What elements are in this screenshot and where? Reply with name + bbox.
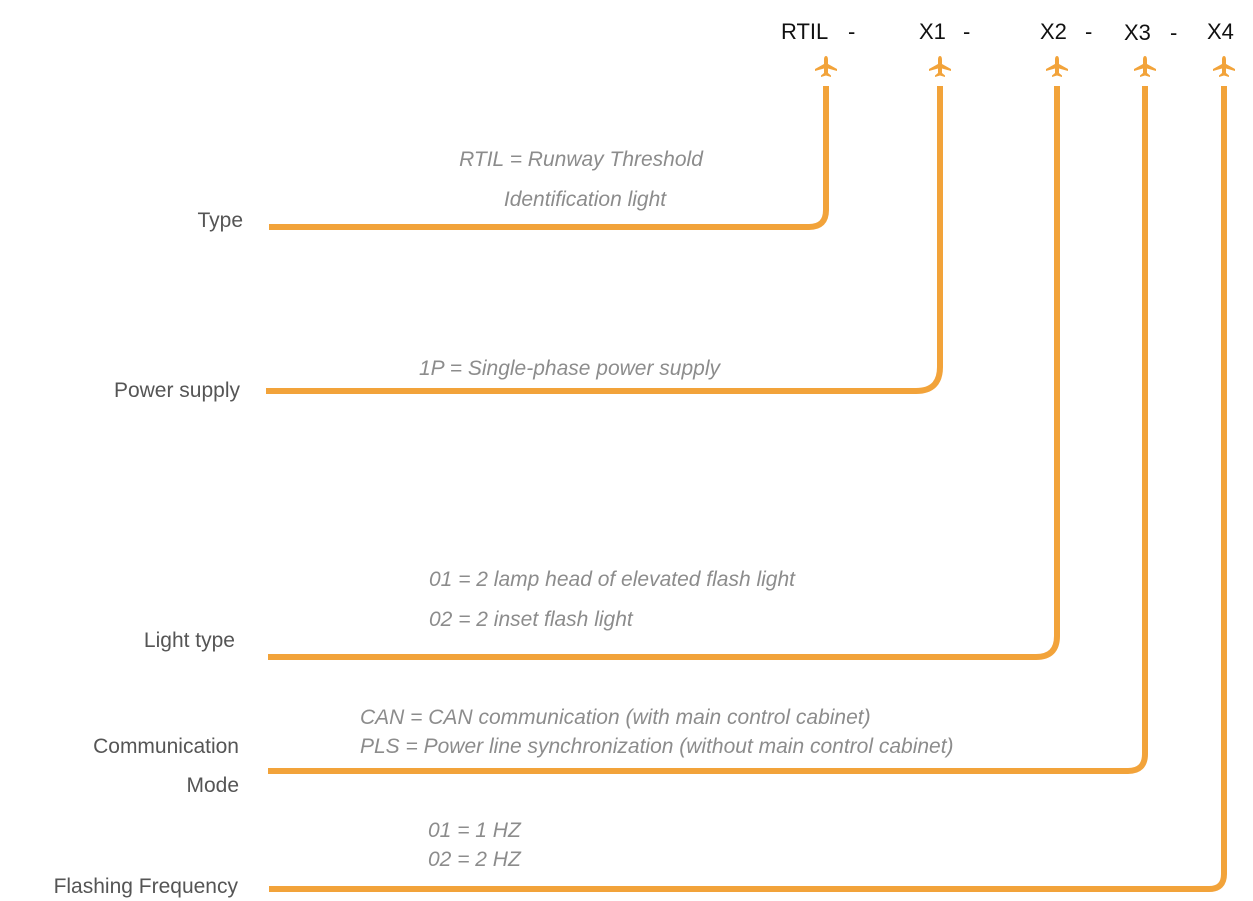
code-part-x2: X2 — [1040, 19, 1067, 44]
code-header: RTIL - X1 - X2 - X3 - X4 — [781, 19, 1234, 45]
airplane-icon — [929, 56, 951, 77]
airplane-icon — [815, 56, 837, 77]
description-type-line2: Identification light — [504, 188, 667, 211]
description-communication-line1: CAN = CAN communication (with main contr… — [360, 706, 871, 729]
marker-group — [815, 56, 1235, 77]
leader-lines — [266, 86, 1227, 892]
code-part-x3: X3 — [1124, 20, 1151, 45]
description-power-supply: 1P = Single-phase power supply — [419, 357, 721, 380]
description-type-line1: RTIL = Runway Threshold — [459, 148, 704, 171]
leader-line-power-supply — [266, 86, 943, 394]
airplane-icon — [1134, 56, 1156, 77]
leader-line-light-type — [268, 86, 1060, 660]
code-part-x4: X4 — [1207, 19, 1234, 44]
description-frequency-line2: 02 = 2 HZ — [428, 848, 522, 871]
field-label-power-supply: Power supply — [114, 379, 241, 402]
field-label-flashing-frequency: Flashing Frequency — [54, 875, 239, 898]
code-separator: - — [1085, 19, 1092, 44]
description-light-type-line2: 02 = 2 inset flash light — [429, 608, 634, 631]
leader-line-flashing-frequency — [269, 86, 1227, 892]
code-separator: - — [848, 19, 855, 44]
description-light-type-line1: 01 = 2 lamp head of elevated flash light — [429, 568, 796, 591]
description-frequency-line1: 01 = 1 HZ — [428, 819, 522, 842]
field-label-light-type: Light type — [144, 629, 235, 652]
leader-line-communication-mode — [268, 86, 1148, 774]
field-label-mode: Mode — [186, 774, 239, 797]
leader-line-type — [269, 86, 829, 230]
airplane-icon — [1213, 56, 1235, 77]
code-separator: - — [1170, 20, 1177, 45]
field-labels: Type Power supply Light type Communicati… — [54, 209, 243, 898]
airplane-icon — [1046, 56, 1068, 77]
field-label-communication: Communication — [93, 735, 239, 758]
field-label-type: Type — [197, 209, 243, 232]
field-descriptions: RTIL = Runway Threshold Identification l… — [360, 148, 954, 871]
code-separator: - — [963, 19, 970, 44]
description-communication-line2: PLS = Power line synchronization (withou… — [360, 735, 954, 758]
code-part-x1: X1 — [919, 19, 946, 44]
code-part-rtil: RTIL — [781, 19, 828, 44]
